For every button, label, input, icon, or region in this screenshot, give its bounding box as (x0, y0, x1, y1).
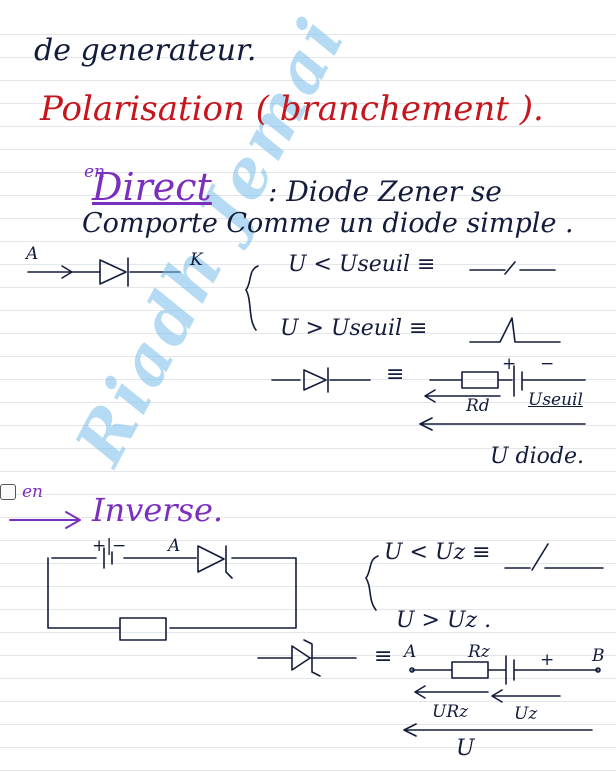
node-b-label: B (592, 646, 605, 666)
inverse-title: Inverse. (92, 491, 224, 529)
page-title: de generateur. (34, 33, 257, 68)
useuil-source-icon (513, 365, 586, 397)
direct-title: Direct (92, 165, 212, 209)
inverse-brace (365, 555, 379, 611)
rd-resistor-icon (429, 371, 513, 389)
udiode-label: U diode. (490, 444, 584, 469)
eraser-icon[interactable] (0, 484, 16, 500)
u-label: U (456, 736, 475, 761)
open-switch-icon (469, 261, 556, 275)
uz-label: Uz (514, 704, 538, 724)
direct-brace (245, 265, 259, 331)
direct-equiv-diode (303, 367, 329, 393)
direct-minus: − (540, 354, 555, 374)
direct-plus: + (502, 354, 517, 374)
inverse-open-switch-icon (504, 543, 604, 571)
inverse-marker: en (22, 482, 44, 502)
node-a-dot (409, 667, 415, 673)
inverse-loop-wire (47, 557, 297, 629)
urz-label: URz (432, 702, 469, 722)
node-a-label: A (404, 642, 417, 662)
inverse-plus-minus: +|− (92, 536, 127, 556)
direct-diode-arrow (61, 265, 73, 279)
rz-resistor-icon (411, 661, 506, 679)
rd-label: Rd (466, 396, 490, 416)
direct-cathode-label: K (190, 250, 203, 270)
rd-arrow (424, 389, 501, 403)
direct-diode-symbol (99, 257, 129, 287)
inverse-source-icon (103, 547, 113, 569)
inverse-resistor-icon (119, 617, 167, 641)
udiode-arrow (419, 417, 586, 431)
inverse-plus: + (540, 650, 555, 670)
closed-switch-icon (469, 317, 561, 343)
direct-case1: U < Useuil ≡ (288, 252, 436, 277)
inverse-equiv-sign: ≡ (374, 644, 393, 669)
inverse-case1: U < Uz ≡ (384, 540, 491, 565)
inverse-arrow-icon (9, 511, 81, 529)
urz-arrow (414, 685, 489, 699)
direct-description-line1: : Diode Zener se (268, 175, 502, 208)
node-b-dot (595, 667, 601, 673)
inverse-diode-icon (197, 545, 233, 579)
rz-label: Rz (468, 642, 490, 662)
direct-description-line2: Comporte Comme un diode simple . (82, 208, 574, 239)
direct-marker: en (84, 162, 106, 182)
direct-equiv-sign: ≡ (386, 362, 405, 387)
inverse-case2: U > Uz . (396, 608, 492, 633)
uz-source-icon (505, 655, 599, 685)
inverse-anode-label: A (168, 536, 181, 556)
u-arrow (403, 723, 593, 737)
direct-anode-label: A (26, 244, 39, 264)
uz-arrow (491, 689, 561, 703)
useuil-label: Useuil (528, 390, 583, 410)
zener-equiv-symbol (291, 639, 321, 677)
direct-case2: U > Useuil ≡ (280, 316, 428, 341)
section-heading: Polarisation ( branchement ). (40, 89, 544, 129)
